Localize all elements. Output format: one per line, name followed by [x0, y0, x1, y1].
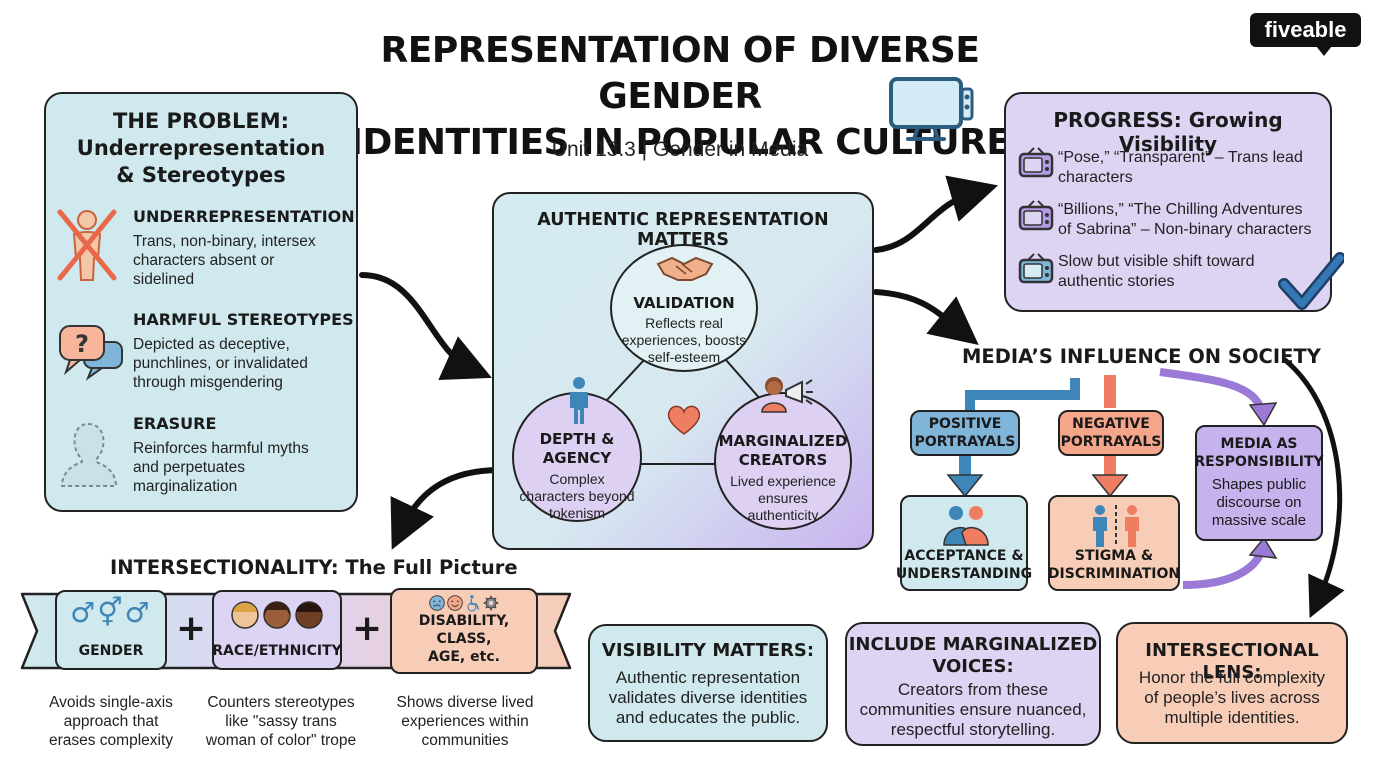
- crossed-person-icon: [57, 209, 117, 281]
- svg-text:?: ?: [75, 330, 89, 358]
- include-voices-text: Creators from these communities ensure n…: [859, 680, 1087, 739]
- page-subtitle: Unit 13.3 | Gender in Media: [551, 138, 809, 161]
- checkmark-icon: [1278, 252, 1344, 310]
- arrow-influence-left: [965, 378, 1080, 410]
- progress-title: PROGRESS: Growing Visibility: [1053, 108, 1283, 156]
- erasure-text: Reinforces harmful myths and perpetuates…: [133, 440, 309, 495]
- problem-title: THE PROBLEM: Underrepresentation & Stere…: [76, 109, 326, 187]
- validation-heading: VALIDATION: [633, 294, 735, 312]
- tv-icon: [1018, 253, 1054, 284]
- tv-icon: [1018, 200, 1054, 231]
- intersectionality-title: INTERSECTIONALITY: The Full Picture: [110, 556, 518, 579]
- authentic-panel: AUTHENTIC REPRESENTATION MATTERS VALIDAT…: [492, 192, 874, 550]
- include-voices-box: INCLUDE MARGINALIZED VOICES: Creators fr…: [845, 622, 1101, 746]
- harmful-stereotypes-heading: HARMFUL STEREOTYPES: [133, 310, 354, 329]
- disability-class-age-box: DISABILITY, CLASS, AGE, etc.: [390, 588, 538, 674]
- progress-item-1: “Pose,” “Transparent” – Trans lead chara…: [1058, 149, 1303, 186]
- plus-sign-1: +: [176, 608, 207, 649]
- include-voices-heading: INCLUDE MARGINALIZED VOICES:: [848, 634, 1098, 677]
- authentic-title: AUTHENTIC REPRESENTATION MATTERS: [537, 210, 829, 250]
- arrow-authentic-to-progress: [873, 175, 999, 253]
- influence-title: MEDIA’S INFLUENCE ON SOCIETY: [962, 345, 1321, 368]
- arrow-influence-right: [1159, 368, 1266, 414]
- fading-silhouette-icon: [60, 422, 118, 487]
- problem-panel: THE PROBLEM: Underrepresentation & Stere…: [44, 92, 358, 512]
- media-responsibility-box: MEDIA AS RESPONSIBILITY Shapes public di…: [1194, 425, 1324, 541]
- intersectional-lens-text: Honor the full complexity of people’s li…: [1138, 668, 1326, 727]
- race-caption: Counters stereotypes like "sassy trans w…: [205, 694, 357, 749]
- tv-monitor-icon: [889, 77, 974, 141]
- positive-portrayals-box: POSITIVE PORTRAYALS: [910, 410, 1020, 456]
- arrow-authentic-to-intersectionality: [390, 467, 503, 550]
- arrow-problem-to-authentic: [359, 272, 492, 380]
- depth-agency-circle: DEPTH & AGENCY Complex characters beyond…: [512, 377, 642, 522]
- fiveable-logo: fiveable: [1250, 13, 1361, 47]
- harmful-stereotypes-text: Depicted as deceptive, punchlines, or in…: [133, 336, 308, 391]
- visibility-matters-box: VISIBILITY MATTERS: Authentic representa…: [588, 624, 828, 742]
- plus-sign-2: +: [352, 608, 383, 649]
- disability-caption: Shows diverse lived experiences within c…: [396, 694, 534, 749]
- stigma-box: STIGMA & DISCRIMINATION: [1048, 495, 1180, 591]
- erasure-heading: ERASURE: [133, 414, 217, 433]
- depth-agency-heading: DEPTH & AGENCY: [539, 430, 615, 467]
- diversity-icons: [429, 595, 499, 612]
- validation-text: Reflects real experiences, boosts self-e…: [621, 315, 747, 365]
- underrepresentation-text: Trans, non-binary, intersex characters a…: [133, 233, 316, 288]
- marginalized-creators-circle: MARGINALIZED CREATORS Lived experience e…: [714, 377, 852, 530]
- underrepresentation-heading: UNDERREPRESENTATION: [133, 207, 355, 226]
- validation-circle: VALIDATION Reflects real experiences, bo…: [610, 244, 758, 372]
- negative-portrayals-box: NEGATIVE PORTRAYALS: [1058, 410, 1164, 456]
- hugging-people-icon: [943, 506, 989, 546]
- intersectional-lens-heading: INTERSECTIONAL LENS:: [1145, 640, 1319, 683]
- separated-people-icon: [1093, 505, 1139, 547]
- race-ethnicity-box: RACE/ETHNICITY: [212, 590, 342, 670]
- person-icon: [570, 377, 588, 424]
- progress-item-3: Slow but visible shift toward authentic …: [1058, 253, 1255, 290]
- tv-icon: [1018, 147, 1054, 178]
- intersectional-lens-box: INTERSECTIONAL LENS: Honor the full comp…: [1116, 622, 1348, 744]
- arrow-influence-to-lens: [1282, 357, 1345, 619]
- visibility-matters-text: Authentic representation validates diver…: [608, 668, 808, 727]
- visibility-matters-heading: VISIBILITY MATTERS:: [601, 640, 815, 661]
- media-responsibility-text: Shapes public discourse on massive scale: [1211, 476, 1307, 529]
- marginalized-creators-text: Lived experience ensures authenticity: [730, 473, 836, 523]
- heart-icon: [667, 405, 701, 435]
- question-bubble-icon: ?: [59, 325, 123, 381]
- acceptance-box: ACCEPTANCE & UNDERSTANDING: [896, 495, 1032, 591]
- progress-panel: PROGRESS: Growing Visibility “Pose,” “Tr…: [1004, 92, 1344, 312]
- progress-item-2: “Billions,” “The Chilling Adventures of …: [1058, 201, 1312, 238]
- gender-symbols-icon: ♂⚥♂: [70, 596, 152, 629]
- depth-agency-text: Complex characters beyond tokenism: [519, 471, 635, 521]
- title-line-1: REPRESENTATION OF DIVERSE GENDER: [380, 30, 980, 117]
- handshake-icon: [656, 256, 714, 281]
- arrow-authentic-to-influence: [873, 289, 979, 345]
- megaphone-person-icon: [761, 377, 813, 413]
- page-title: REPRESENTATION OF DIVERSE GENDER IDENTIT…: [330, 28, 1030, 166]
- logo-tail: [1316, 46, 1332, 56]
- gender-caption: Avoids single-axis approach that erases …: [48, 694, 174, 749]
- diverse-faces-icon: [231, 601, 323, 629]
- marginalized-creators-heading: MARGINALIZED CREATORS: [718, 432, 848, 469]
- gender-box: ♂⚥♂ GENDER: [55, 590, 167, 670]
